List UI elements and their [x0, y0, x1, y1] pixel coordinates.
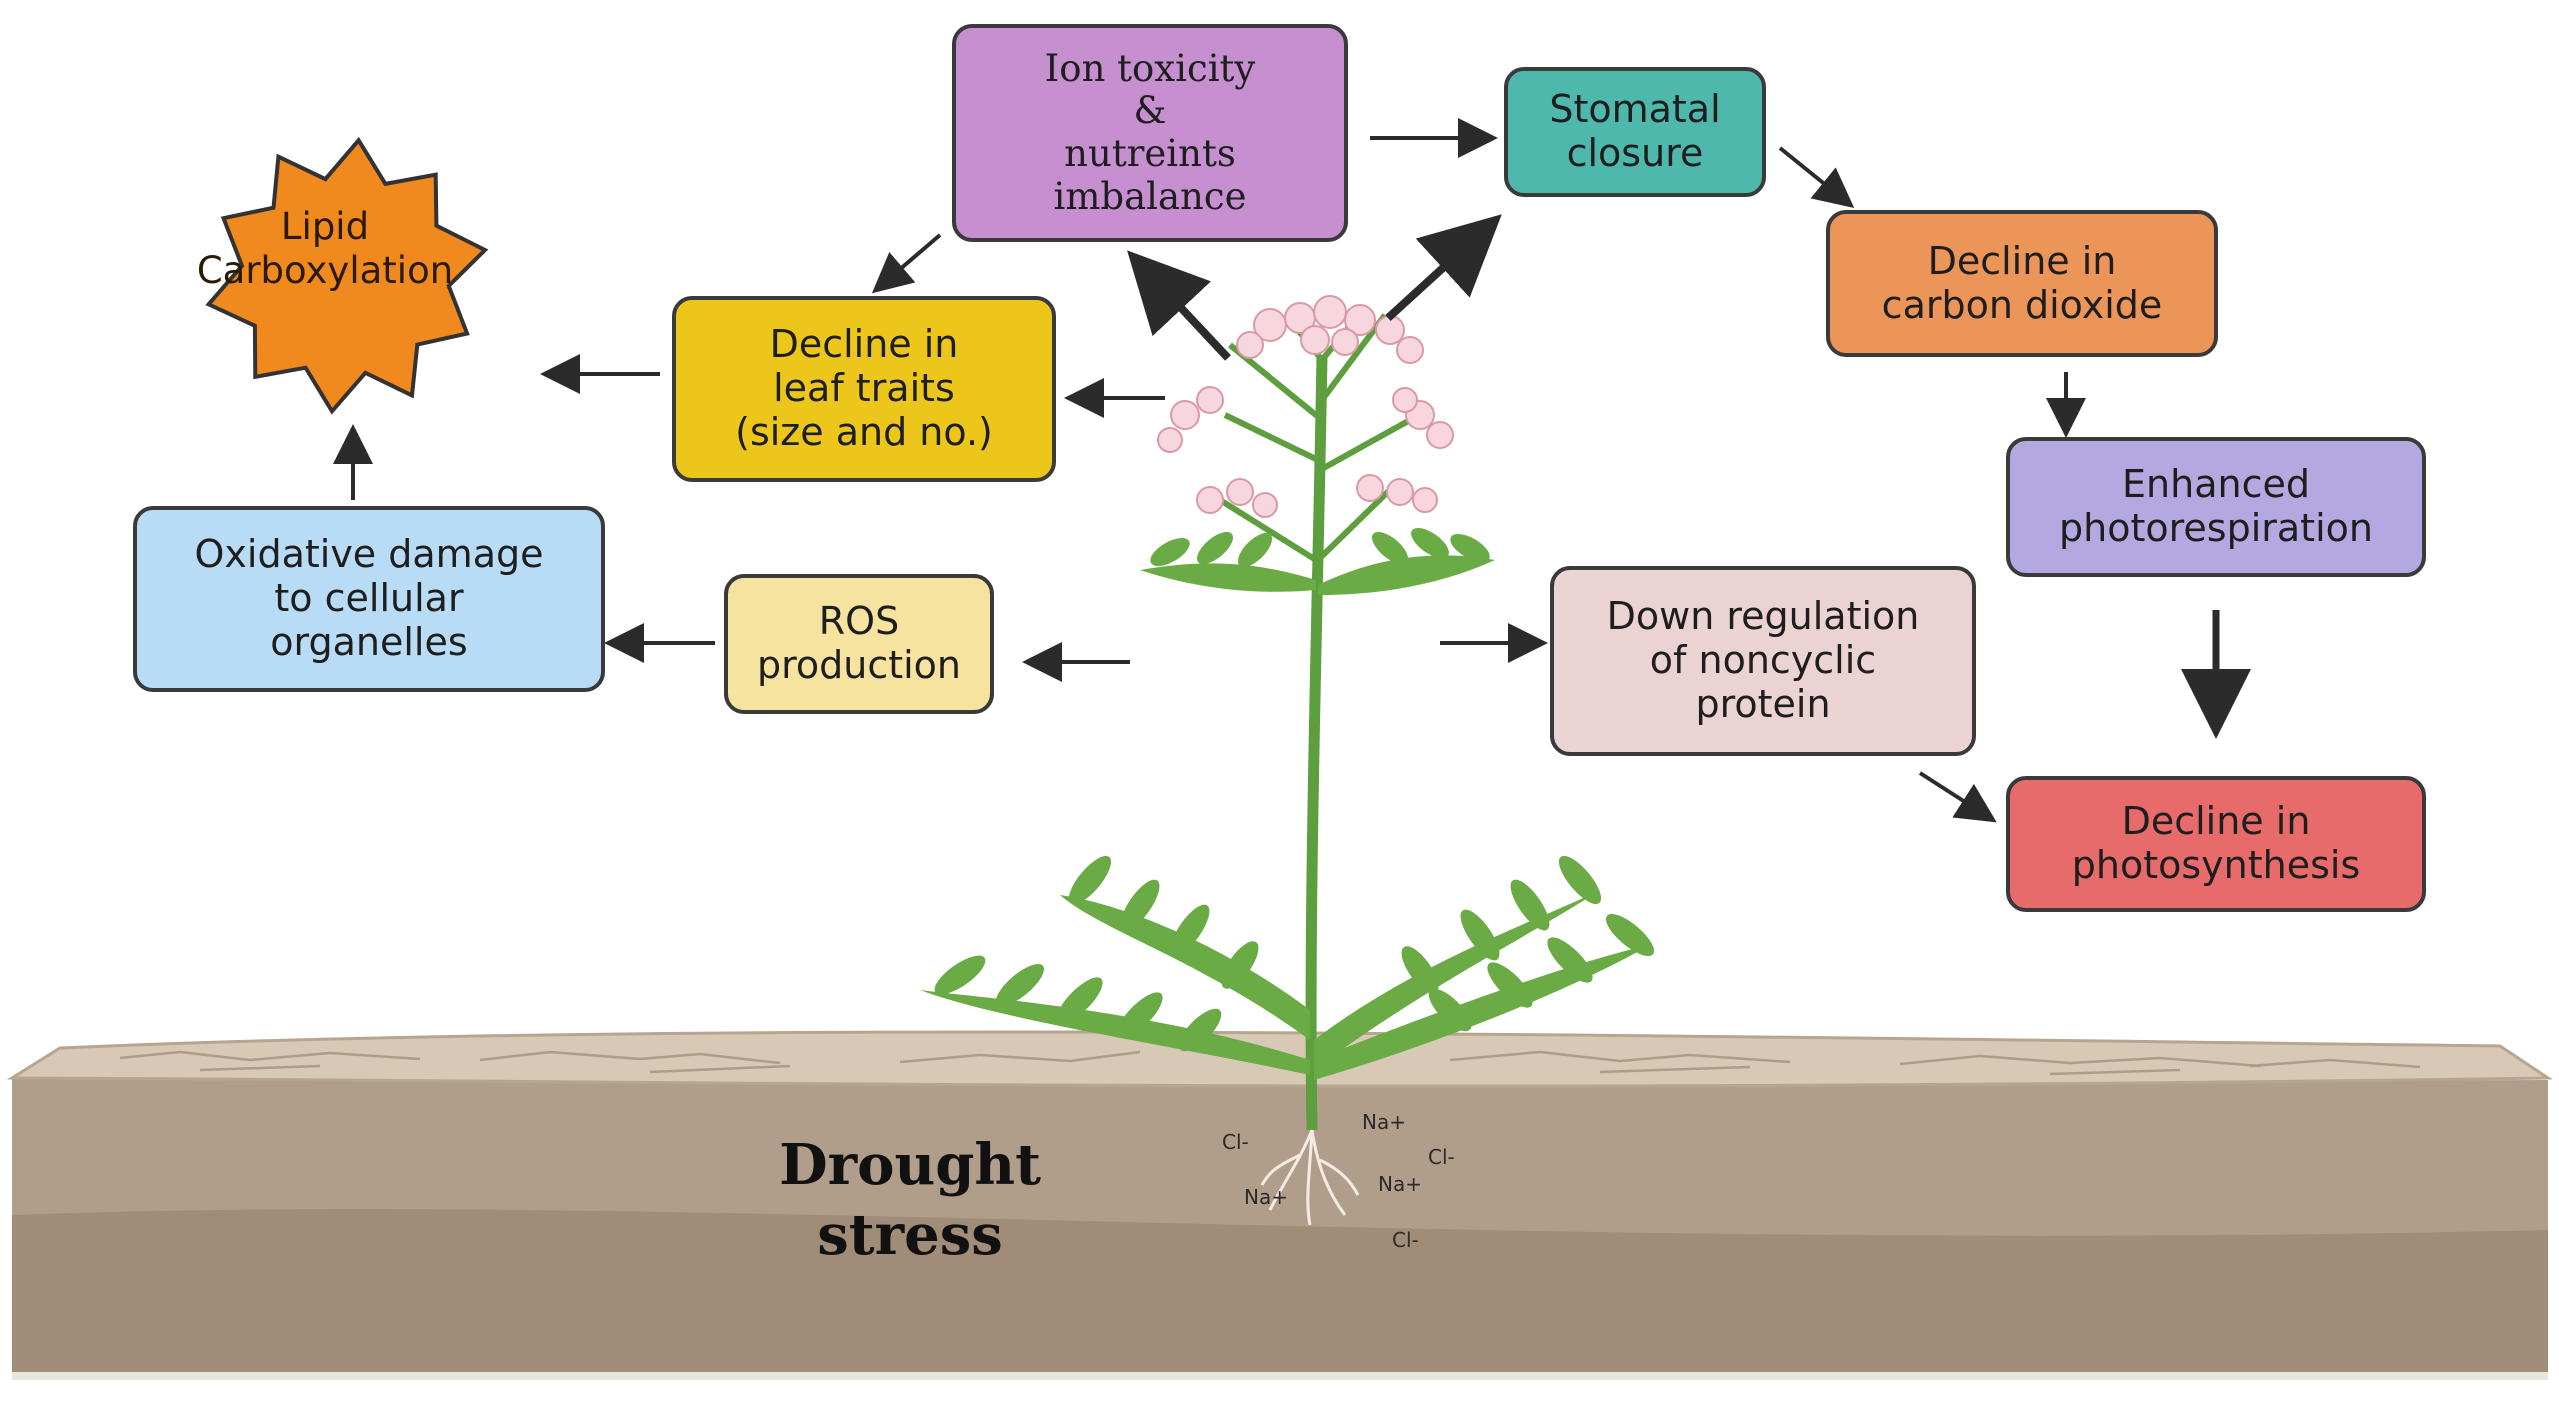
ion-label-na-1: Na+: [1362, 1110, 1406, 1134]
arrow-plant-to-ion: [1127, 250, 1231, 361]
ion-label-na-2: Na+: [1244, 1185, 1288, 1209]
plant-illustration: [920, 295, 1655, 1226]
drought-stress-label: Drought stress: [779, 1132, 1041, 1268]
arrow-downreg-to-photosyn: [1918, 771, 1997, 823]
soil-bottom-edge: [12, 1372, 2548, 1380]
stomatal-closure-box: Stomatal closure: [1504, 67, 1766, 197]
arrow-stomatal-to-co2: [1778, 146, 1855, 209]
oxidative-damage-box: Oxidative damage to cellular organelles: [133, 506, 605, 692]
ion-toxicity-box: Ion toxicity & nutreints imbalance: [952, 24, 1348, 242]
soil-cracks: [119, 1050, 2421, 1076]
lipid-carboxylation-label: Lipid Carboxylation: [196, 205, 454, 293]
plant-roots: [1260, 1129, 1360, 1226]
ion-label-cl-2: Cl-: [1428, 1145, 1455, 1169]
ion-label-cl-1: Cl-: [1222, 1130, 1249, 1154]
ion-label-cl-3: Cl-: [1392, 1228, 1419, 1252]
soil-mid-band: [12, 1209, 2548, 1378]
plant-main-stem: [1305, 354, 1328, 1131]
plant-upper-leaves: [1140, 527, 1495, 595]
plant-flower-clusters: [1157, 295, 1454, 518]
arrow-plant-to-stomatal: [1385, 214, 1502, 321]
decline-co2-box: Decline in carbon dioxide: [1826, 210, 2218, 357]
ion-label-na-3: Na+: [1378, 1172, 1422, 1196]
decline-photosynthesis-box: Decline in photosynthesis: [2006, 776, 2426, 912]
soil: [6, 1030, 2553, 1380]
arrow-ion-to-leaf: [871, 233, 942, 294]
arrows: [333, 118, 2251, 823]
enhanced-photorespiration-box: Enhanced photorespiration: [2006, 437, 2426, 577]
ros-production-box: ROS production: [724, 574, 994, 714]
decline-leaf-traits-box: Decline in leaf traits (size and no.): [672, 296, 1056, 482]
down-regulation-box: Down regulation of noncyclic protein: [1550, 566, 1976, 756]
lipid-burst-shape: [205, 136, 489, 415]
plant-lower-leaves: [920, 855, 1655, 1080]
